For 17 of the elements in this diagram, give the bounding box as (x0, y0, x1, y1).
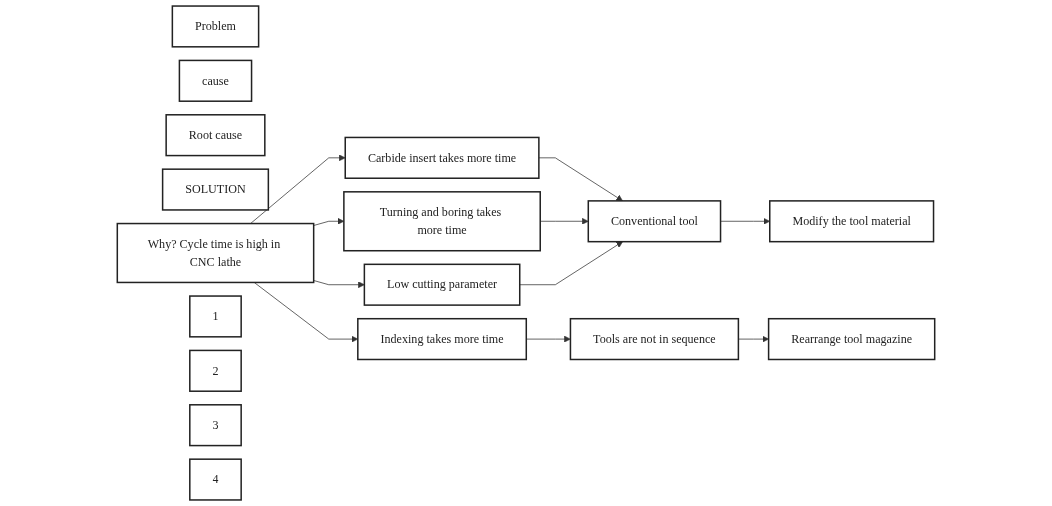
node-box: Carbide insert takes more time (344, 136, 540, 179)
node-box: Rearrange tool magazine (767, 317, 936, 361)
node-box: Low cutting parameter (363, 263, 521, 306)
node-box: 2 (189, 349, 242, 392)
node-box: 4 (189, 458, 242, 501)
node-box: Turning and boring takes more time (343, 191, 541, 252)
node-box: cause (178, 59, 253, 102)
node-box: SOLUTION (161, 168, 270, 211)
node-box: Root cause (165, 114, 266, 157)
node-box: Problem (171, 5, 260, 48)
node-box: 1 (189, 295, 242, 338)
node-box: Indexing takes more time (357, 317, 528, 361)
node-box: Conventional tool (587, 200, 722, 243)
node-box: Why? Cycle time is high in CNC lathe (116, 222, 315, 284)
node-box: 3 (189, 404, 242, 447)
node-box: Tools are not in sequence (569, 317, 740, 361)
node-box: Modify the tool material (769, 200, 935, 243)
